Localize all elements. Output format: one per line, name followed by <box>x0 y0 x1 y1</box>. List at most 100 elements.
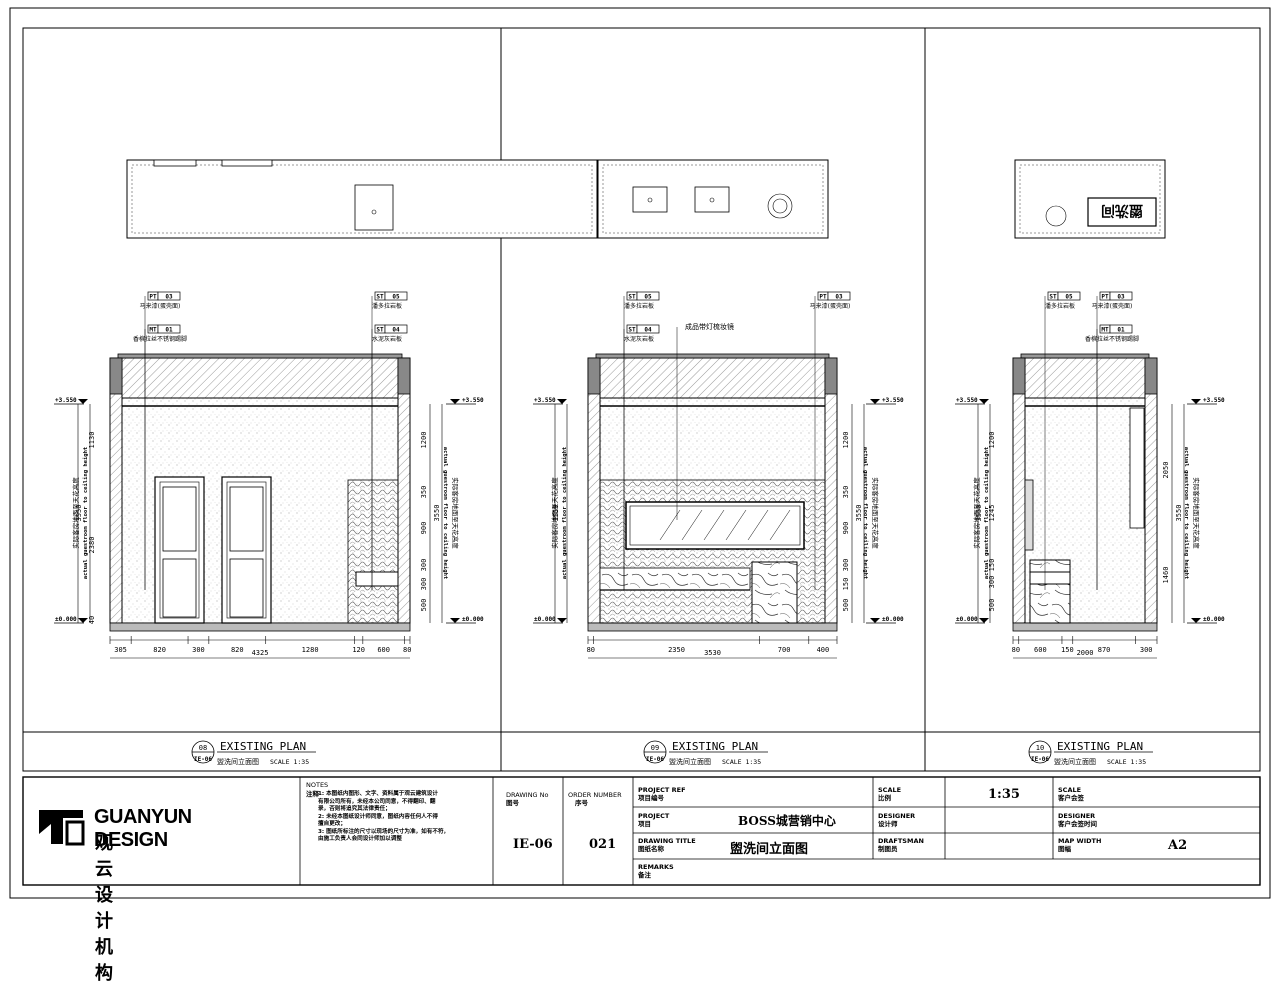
line <box>769 509 791 541</box>
caption-scale: SCALE 1:35 <box>1107 758 1146 766</box>
caption-title: EXISTING PLAN <box>220 740 306 753</box>
plan-view <box>597 159 829 239</box>
toilet-seat <box>1029 571 1071 585</box>
tag-number: 01 <box>165 327 173 334</box>
side-wall-right <box>824 357 838 624</box>
note-line: 3: 图纸所标注的尺寸以现场的尺寸为准，如有不符， <box>318 828 450 835</box>
dimension-left: 300 <box>988 576 996 589</box>
plan-inner <box>1019 164 1161 234</box>
height-label-cn: 实际客房地面至天花高度 <box>451 477 460 549</box>
dimension-left: 40 <box>88 616 96 624</box>
tag-number: 03 <box>165 294 173 301</box>
dimension-bottom: 300 <box>192 646 205 654</box>
vanity-basin <box>355 571 399 587</box>
dimension-right: 900 <box>842 522 850 535</box>
tag-number: 05 <box>644 294 652 301</box>
drawing-no-value: IE-06 <box>513 837 553 852</box>
side-wall-right <box>1144 357 1158 624</box>
caption-subtitle: 盥洗间立面图 <box>669 757 711 766</box>
height-label-en: actual guestroom floor to ceiling height <box>442 447 448 579</box>
dimension-left: 2380 <box>88 537 96 554</box>
level-arrow-icon <box>1191 399 1201 404</box>
dimension-overall: 3530 <box>704 649 721 657</box>
dimension-right: 1460 <box>1162 567 1170 584</box>
tag-description: 水泥灰岩板 <box>372 335 402 343</box>
tag-num-box <box>384 324 408 334</box>
dimension-left: 3550 <box>75 505 83 522</box>
tag-code: PT <box>819 294 827 301</box>
plan-drain <box>647 197 653 203</box>
tag-code: ST <box>1049 294 1057 301</box>
level-label-bottom: ±0.000 <box>1203 616 1225 623</box>
caption-title: EXISTING PLAN <box>1057 740 1143 753</box>
level-label-top: +3.550 <box>55 397 77 404</box>
order-number-value: 021 <box>589 837 617 852</box>
level-arrow-icon <box>1191 618 1201 623</box>
client-sign-cn: 客户会签 <box>1058 794 1084 802</box>
drawing-title-value: 盥洗间立面图 <box>730 842 809 857</box>
dimension-left: 150 <box>988 559 996 572</box>
dimension-right: 500 <box>842 599 850 612</box>
caption-subtitle: 盥洗间立面图 <box>1054 757 1096 766</box>
door-panel <box>162 558 197 618</box>
line <box>703 509 725 541</box>
door-panel <box>229 558 264 618</box>
tag-code: ST <box>376 294 384 301</box>
dimension-right: 350 <box>842 486 850 499</box>
caption-number: 10 <box>1036 744 1044 752</box>
height-label-cn: 实际客房地面至天花高度 <box>550 477 559 549</box>
notes-cn: 注释 <box>306 790 319 798</box>
tag-number: 03 <box>835 294 843 301</box>
dimension-right: 150 <box>842 578 850 591</box>
draftsman-cn: 制图员 <box>878 845 898 853</box>
level-arrow-icon <box>870 618 880 623</box>
caption-number: 09 <box>651 744 659 752</box>
map-width-value: A2 <box>1168 838 1188 853</box>
logo-mark-icon <box>39 810 85 846</box>
caption-sheet: IE-06 <box>194 756 212 763</box>
wall-corner <box>109 357 123 395</box>
drawing-no-label: DRAWING No <box>506 791 549 799</box>
mirror-note: 成品带灯梳妆镜 <box>685 322 734 331</box>
dimension-bottom: 700 <box>778 646 791 654</box>
note-line: 擅自更改； <box>318 821 346 827</box>
side-wall-left <box>587 357 601 624</box>
dimension-left: 1200 <box>988 432 996 449</box>
floor-slab <box>109 622 411 632</box>
door-frame <box>159 481 200 619</box>
door <box>221 476 272 624</box>
scale-value: 1:35 <box>988 787 1020 802</box>
tag-description: 潘多拉岩板 <box>1045 302 1075 310</box>
marble-panel <box>751 561 798 624</box>
level-label-top: +3.550 <box>462 397 484 404</box>
level-label-top: +3.550 <box>956 397 978 404</box>
dimension-right: 3550 <box>855 505 863 522</box>
dimension-right: 300 <box>842 559 850 572</box>
level-label-bottom: ±0.000 <box>956 616 978 623</box>
tag-num-box <box>1057 291 1081 301</box>
note-line: 2: 未经本图纸设计师同意，图纸内容任何人不得 <box>318 813 438 820</box>
tag-description: 香槟拉丝不锈钢踢脚 <box>133 335 187 343</box>
level-label-bottom: ±0.000 <box>882 616 904 623</box>
caption-subtitle: 盥洗间立面图 <box>217 757 259 766</box>
client-sign-label: SCALE <box>1058 786 1082 794</box>
level-arrow-icon <box>450 618 460 623</box>
dimension-bottom: 305 <box>114 646 127 654</box>
caption-scale: SCALE 1:35 <box>722 758 761 766</box>
tag-code: ST <box>628 294 636 301</box>
level-arrow-icon <box>870 399 880 404</box>
tag-num-box <box>1109 324 1133 334</box>
level-label-top: +3.550 <box>534 397 556 404</box>
grab-bar <box>1024 479 1034 551</box>
dimension-right: 500 <box>420 599 428 612</box>
plan-inner <box>131 164 593 234</box>
level-arrow-icon <box>979 618 989 623</box>
dimension-left: 3550 <box>975 505 983 522</box>
dimension-bottom: 2350 <box>668 646 685 654</box>
caption-sheet: IE-06 <box>646 756 664 763</box>
